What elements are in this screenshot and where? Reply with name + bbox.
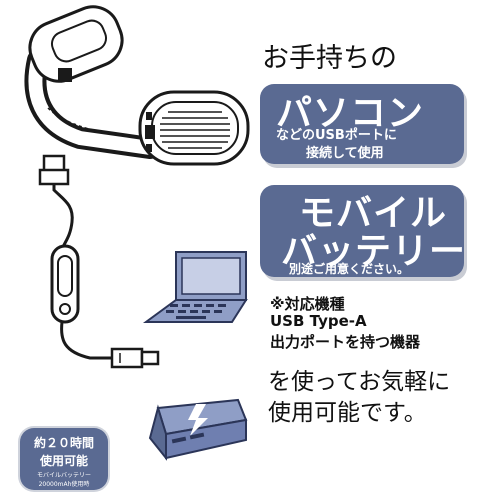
pc-desc-line1: などのUSBポートに (276, 128, 397, 143)
runtime-badge (20, 428, 108, 490)
compat-note-line3: 出力ポートを持つ機器 (270, 333, 421, 351)
battery-box (260, 185, 464, 277)
outro-line2: 使用可能です。 (268, 400, 427, 426)
usb-cable-icon (38, 154, 160, 369)
badge-line1: 約２０時間 (33, 436, 94, 450)
badge-line3: モバイルバッテリー (36, 472, 91, 479)
neck-fan-icon (24, 5, 250, 166)
laptop-icon (142, 251, 248, 323)
badge-line2: 使用可能 (39, 454, 88, 468)
pc-desc-line2: 接続して使用 (306, 146, 384, 161)
compat-note-line1: ※対応機種 (270, 295, 345, 313)
battery-title-line2: バッテリー (281, 231, 467, 272)
intro-text: お手持ちの (262, 43, 397, 74)
power-bank-icon (148, 398, 248, 461)
compat-note-line2: USB Type-A (270, 312, 367, 330)
pc-title: パソコン (276, 93, 425, 134)
battery-title-line1: モバイル (299, 193, 448, 234)
badge-line4: 20000mAh使用時 (38, 481, 90, 488)
battery-desc: 別途ご用意ください。 (289, 262, 410, 276)
pc-box (260, 84, 464, 164)
outro-line1: を使ってお気軽に (268, 369, 451, 395)
lightning-icon (188, 404, 208, 436)
